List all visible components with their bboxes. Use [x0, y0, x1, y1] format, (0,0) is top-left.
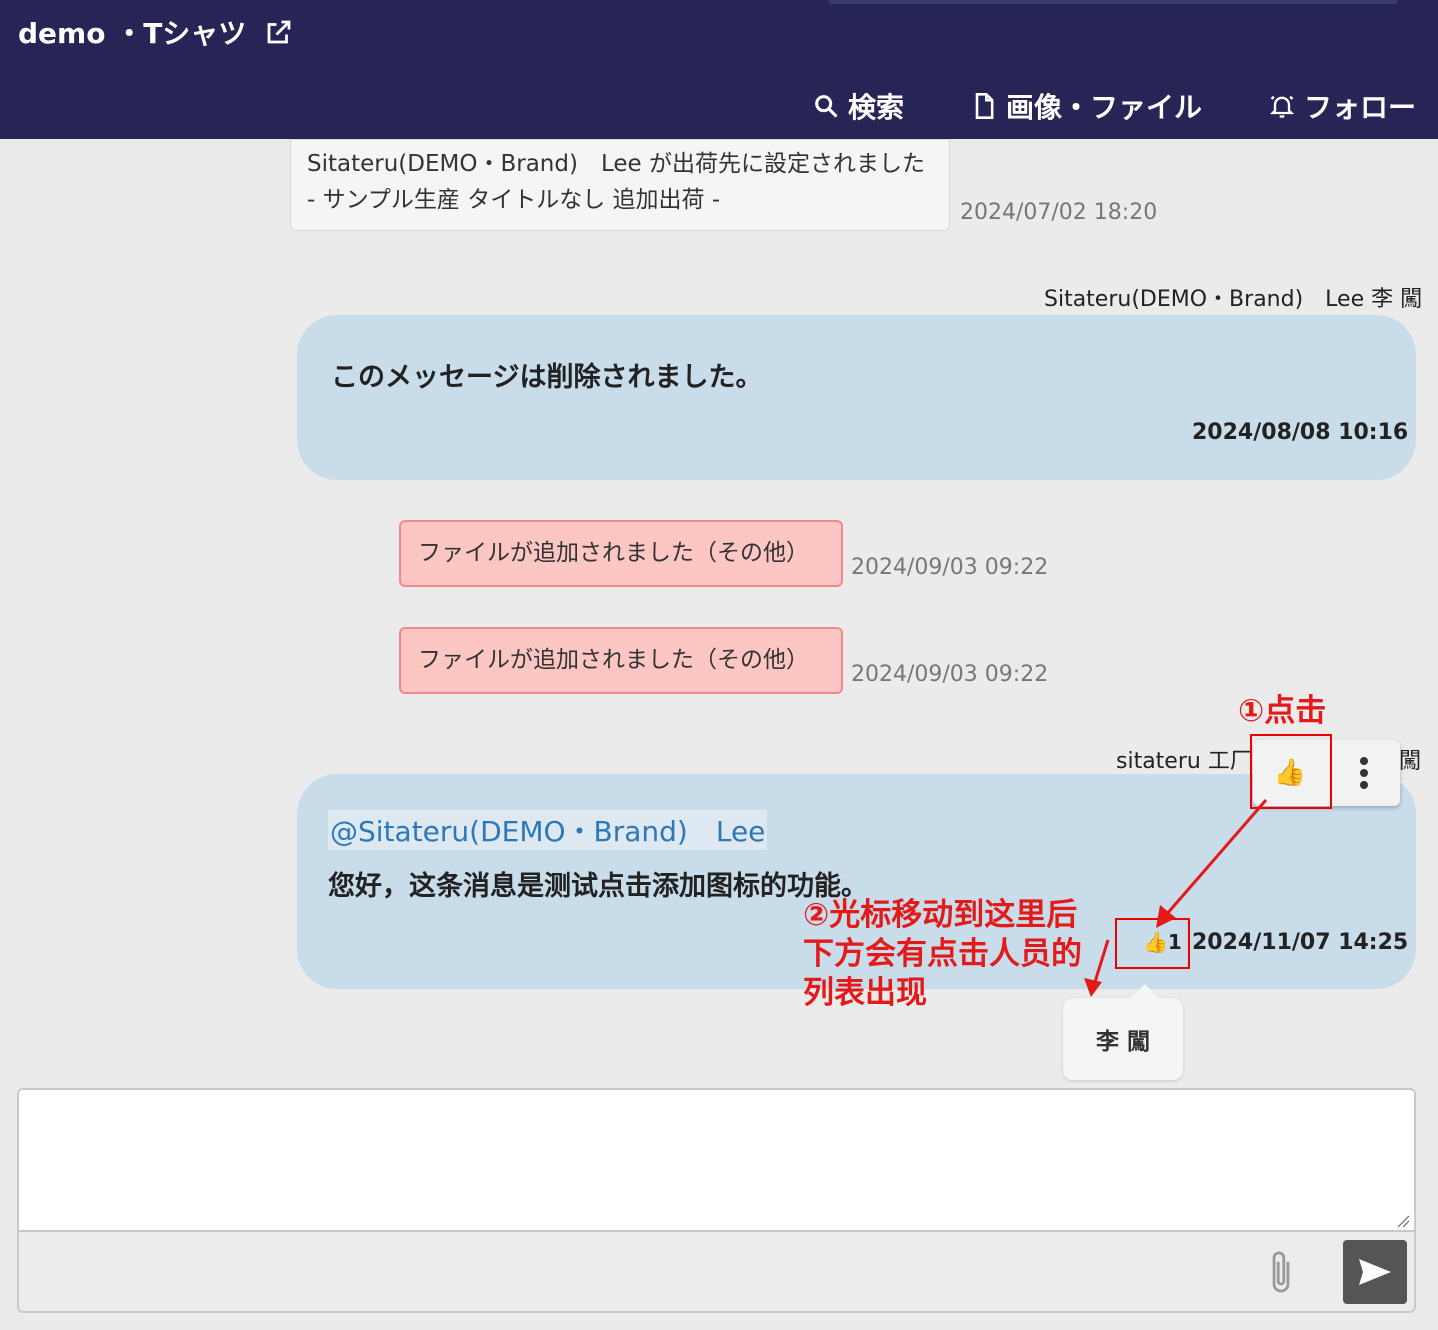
file-added-message: ファイルが追加されました（その他）: [399, 627, 843, 694]
deleted-message-bubble[interactable]: このメッセージは削除されました。 2024/08/08 10:16: [297, 315, 1416, 480]
send-button[interactable]: [1343, 1240, 1407, 1304]
reaction-users-tooltip: 李 闖: [1063, 984, 1183, 1080]
system-message: Sitateru(DEMO・Brand) Lee が出荷先に設定されました - …: [290, 139, 950, 231]
system-message-time: 2024/07/02 18:20: [960, 200, 1158, 225]
annotation-highlight-box: [1250, 734, 1332, 809]
reaction-count: 1: [1167, 930, 1182, 954]
nav-files[interactable]: 画像・ファイル: [970, 86, 1202, 126]
paperclip-icon[interactable]: [1264, 1248, 1298, 1298]
external-link-icon[interactable]: [264, 17, 294, 47]
resize-grip-icon[interactable]: [1396, 1214, 1410, 1228]
thumbs-up-icon: 👍: [1273, 758, 1307, 788]
annotation-step2-line2: 下方会有点击人员的: [803, 936, 1082, 972]
message-input[interactable]: [19, 1090, 1414, 1232]
annotation-step2-line1: ②光标移动到这里后: [803, 897, 1078, 933]
message-composer: [17, 1088, 1416, 1313]
message-sender: Sitateru(DEMO・Brand) Lee 李 闖: [1044, 287, 1423, 312]
system-message-line2: - サンプル生産 タイトルなし 追加出荷 -: [307, 187, 721, 213]
message-sender-tail: 闖: [1399, 749, 1422, 774]
thumbs-up-icon: 👍: [1143, 930, 1168, 954]
nav-search[interactable]: 検索: [812, 86, 904, 126]
file-added-time: 2024/09/03 09:22: [851, 555, 1049, 580]
mention-tag[interactable]: @Sitateru(DEMO・Brand) Lee: [328, 810, 768, 850]
nav-follow-label: フォロー: [1304, 91, 1417, 124]
reaction-user-name: 李 闖: [1095, 1029, 1150, 1055]
message-time: 2024/11/07 14:25: [1192, 930, 1409, 955]
search-icon: [815, 95, 838, 118]
message-action-popover: 👍: [1253, 740, 1400, 806]
nav-files-label: 画像・ファイル: [1006, 91, 1203, 124]
file-added-time: 2024/09/03 09:22: [851, 662, 1049, 687]
room-title: demo ・Tシャツ: [18, 12, 294, 52]
add-reaction-button[interactable]: 👍: [1253, 740, 1327, 806]
nav-search-label: 検索: [848, 91, 905, 124]
more-vertical-icon: [1359, 757, 1368, 789]
annotation-step2-line3: 列表出现: [803, 975, 927, 1011]
room-title-text: demo ・Tシャツ: [18, 17, 247, 50]
nav-follow[interactable]: フォロー: [1268, 86, 1416, 126]
system-message-line1: Sitateru(DEMO・Brand) Lee が出荷先に設定されました: [307, 151, 925, 177]
deleted-message-text: このメッセージは削除されました。: [331, 362, 763, 393]
app-header: demo ・Tシャツ 検索 画像・ファイル フォロー: [0, 0, 1438, 139]
deleted-message-time: 2024/08/08 10:16: [1192, 420, 1409, 445]
annotation-step1: ①点击: [1238, 693, 1327, 729]
file-icon: [975, 93, 994, 119]
bell-icon: [1269, 95, 1295, 118]
reaction-badge[interactable]: 👍1: [1143, 930, 1182, 954]
annotation-highlight-box: [1115, 918, 1190, 969]
more-options-button[interactable]: [1327, 740, 1400, 806]
header-dropdown-edge: [828, 0, 1398, 4]
message-text: 您好，这条消息是测试点击添加图标的功能。: [328, 871, 868, 902]
message-sender: sitateru 工厂: [1116, 749, 1252, 774]
send-icon: [1359, 1259, 1391, 1285]
file-added-message: ファイルが追加されました（その他）: [399, 520, 843, 587]
